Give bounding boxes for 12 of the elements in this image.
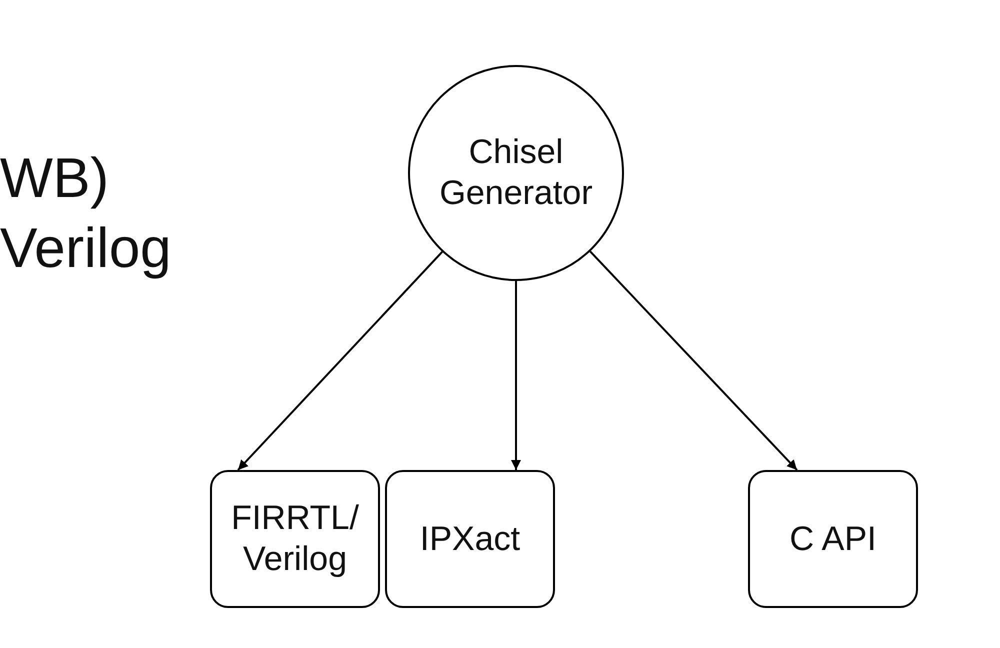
node-label: C API: [790, 518, 876, 560]
slide-text: Verilog: [0, 215, 172, 280]
output-box: [748, 470, 918, 608]
arrow: [237, 251, 443, 471]
arrow: [511, 281, 521, 470]
slide-text: WB): [0, 145, 109, 210]
node-label: IPXact: [420, 518, 520, 560]
arrow: [590, 250, 798, 471]
node-label: FIRRTL/ Verilog: [230, 498, 360, 580]
node-label: Chisel Generator: [438, 132, 594, 214]
output-box: [385, 470, 555, 608]
output-box: [210, 470, 380, 608]
